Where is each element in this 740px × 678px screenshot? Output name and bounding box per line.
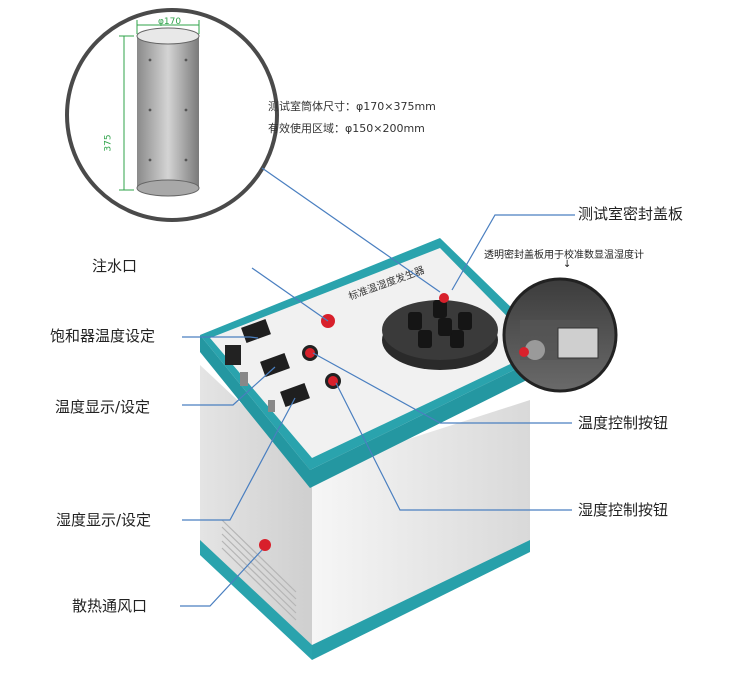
diameter-label: φ170 (158, 17, 182, 27)
transparent-cover-zoom (502, 277, 618, 393)
leader-lines (180, 167, 575, 607)
humidity-knob (328, 376, 338, 386)
callout-temp-display: 温度显示/设定 (55, 398, 151, 416)
cabinet: 标准温湿度发生器 (200, 238, 555, 660)
height-label: 375 (103, 134, 114, 152)
sealing-cover (382, 293, 498, 370)
spec-usable-area: 有效使用区域：φ150×200mm (268, 122, 425, 135)
cover-arrow: ↓ (563, 259, 572, 270)
temp-display-screen (260, 353, 290, 377)
callout-temp-knob: 温度控制按钮 (578, 414, 669, 432)
callout-humidity-knob: 湿度控制按钮 (578, 501, 669, 519)
vent-marker (259, 539, 271, 551)
callout-chamber-cover: 测试室密封盖板 (578, 205, 684, 223)
chamber-zoom-circle (65, 8, 279, 222)
power-socket (225, 345, 241, 365)
callout-humidity-display: 湿度显示/设定 (56, 511, 152, 529)
power-switch (240, 372, 248, 386)
callout-vent: 散热通风口 (72, 597, 148, 615)
aux-switch (268, 400, 275, 412)
cover-note: 透明密封盖板用于校准数显温湿度计 (484, 250, 644, 261)
callout-water-inlet: 注水口 (92, 257, 138, 275)
callout-saturator-temp: 饱和器温度设定 (50, 327, 156, 345)
temp-knob (305, 348, 315, 358)
spec-chamber-size: 测试室筒体尺寸：φ170×375mm (268, 100, 436, 113)
humidity-display-screen (280, 383, 310, 407)
